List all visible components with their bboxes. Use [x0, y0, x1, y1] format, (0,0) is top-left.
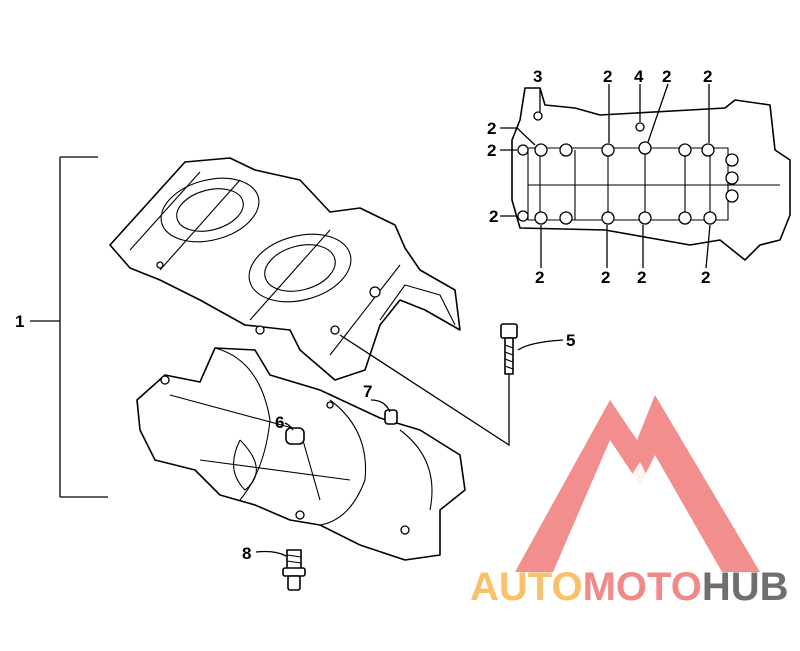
- callout-2-left-a: 2: [487, 119, 496, 138]
- wordmark-hub: HUB: [702, 565, 789, 609]
- wordmark-auto: AUTO: [470, 565, 583, 609]
- bolt-holes: [517, 111, 739, 225]
- callout-4: 4: [634, 67, 644, 86]
- callout-2-top-a: 2: [603, 67, 612, 86]
- dowel-pin-part-7: [384, 409, 398, 425]
- callout-5: 5: [566, 331, 575, 350]
- callout-2-top-c: 2: [703, 67, 712, 86]
- callout-2-bottom-c: 2: [637, 268, 646, 287]
- callout-2-bottom-b: 2: [601, 268, 610, 287]
- bolt-part-5: [500, 323, 518, 375]
- callout-2-bottom-d: 2: [701, 268, 710, 287]
- bracket-item-1: [30, 156, 108, 498]
- callout-labels: 1 3 2 4 2 2 2 2 2 2 2 2 2 5 7 6 8: [15, 67, 712, 563]
- wordmark-moto: MOTO: [583, 565, 702, 609]
- callout-7: 7: [363, 382, 372, 401]
- leader-lines: [255, 83, 711, 557]
- automotohub-wordmark: AUTOMOTOHUB: [470, 565, 789, 609]
- callout-8: 8: [242, 544, 251, 563]
- callout-2-left-b: 2: [487, 141, 496, 160]
- drain-plug-part-8: [282, 549, 306, 591]
- callout-3: 3: [533, 67, 542, 86]
- callout-1: 1: [15, 312, 24, 331]
- crankcase-top-view: [511, 87, 791, 261]
- callout-6: 6: [275, 413, 284, 432]
- dowel-pin-part-6: [285, 427, 305, 445]
- callout-2-top-b: 2: [662, 67, 671, 86]
- callout-2-left-c: 2: [489, 207, 498, 226]
- automotohub-logo: [515, 395, 760, 572]
- callout-2-bottom-a: 2: [535, 268, 544, 287]
- svg-text:AUTOMOTOHUB: AUTOMOTOHUB: [470, 565, 789, 609]
- lower-crankcase: [136, 347, 466, 561]
- upper-crankcase: [109, 157, 461, 381]
